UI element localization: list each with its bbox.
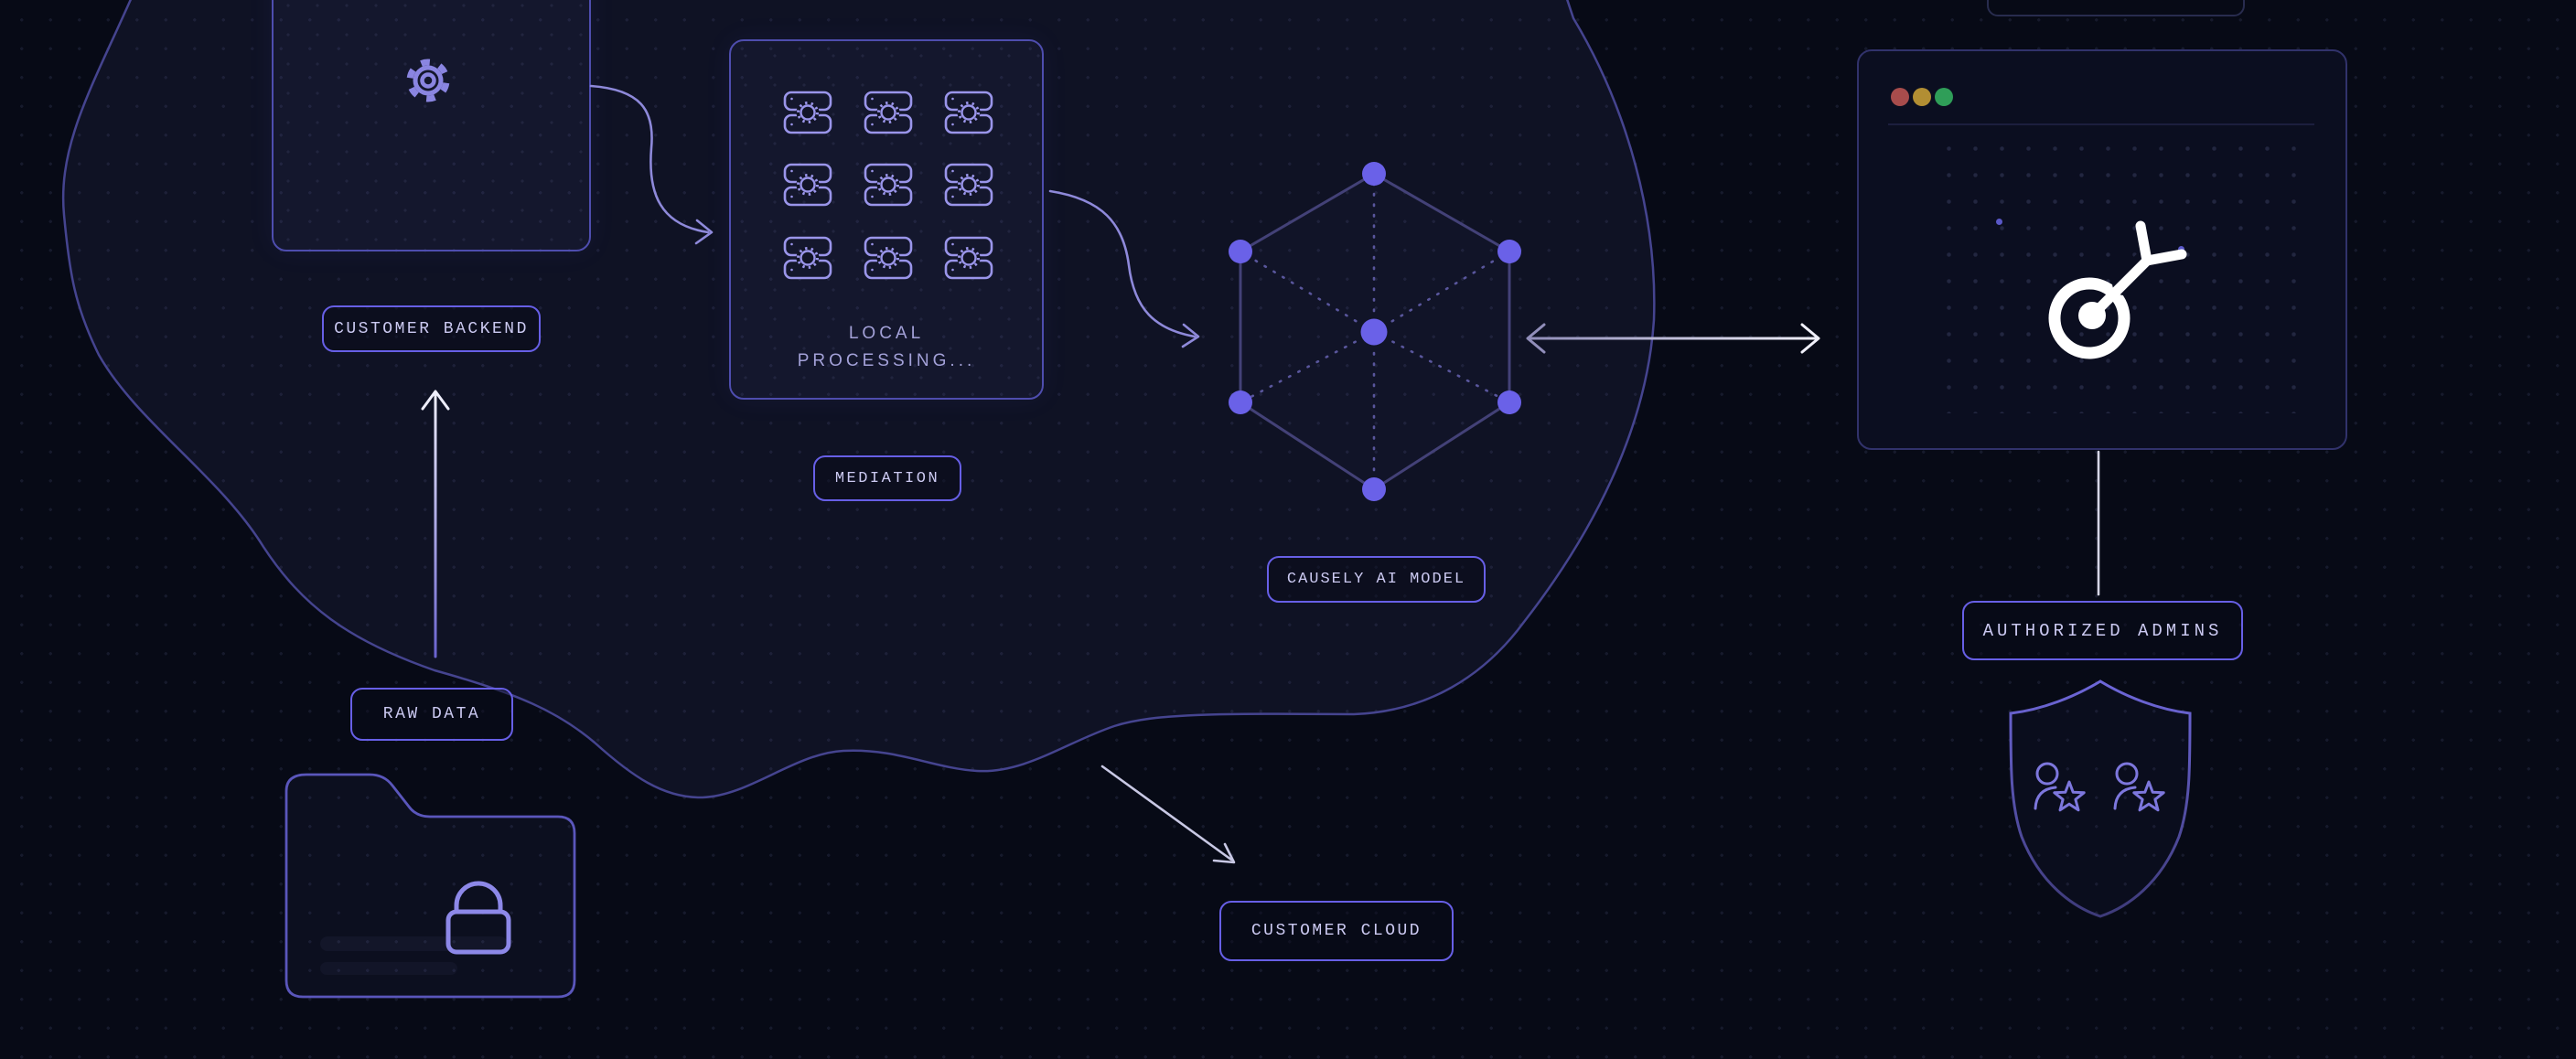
chip-icon	[864, 91, 913, 134]
chip-icon	[944, 91, 993, 134]
traffic-light-green-icon	[1935, 88, 1953, 106]
customer-backend-label: CUSTOMER BACKEND	[322, 305, 541, 352]
chip-icon	[864, 163, 913, 207]
mediation-label: MEDIATION	[813, 455, 961, 501]
chip-icon	[864, 236, 913, 280]
model-node-dot	[1229, 240, 1252, 263]
accent-dot	[2178, 246, 2184, 252]
folder-icon	[284, 773, 576, 999]
model-node-dot	[1497, 390, 1521, 414]
raw-data-label: RAW DATA	[350, 688, 513, 741]
traffic-light-red-icon	[1891, 88, 1909, 106]
lock-icon	[445, 881, 511, 955]
model-node-dot	[1362, 162, 1386, 186]
gear-icon	[406, 59, 450, 102]
arrow-processing-to-model	[1048, 189, 1200, 348]
customer-cloud-label: CUSTOMER CLOUD	[1219, 901, 1454, 961]
shield-icon	[2009, 679, 2192, 918]
chip-grid-icon	[783, 91, 993, 280]
hexagon-model-icon	[1229, 162, 1521, 501]
arrow-backend-to-processing	[589, 84, 714, 245]
accent-dot	[1996, 219, 2002, 225]
target-dart-icon	[2048, 220, 2187, 359]
cutoff-frame	[1987, 0, 2245, 16]
authorized-admins-label: AUTHORIZED ADMINS	[1962, 601, 2243, 660]
arrow-rawdata-to-backend	[421, 390, 450, 658]
model-node-dot	[1362, 477, 1386, 501]
window-divider	[1888, 123, 2314, 125]
customer-backend-card	[272, 0, 591, 251]
chip-icon	[944, 163, 993, 207]
chip-icon	[783, 236, 832, 280]
arrow-cloud-to-customer-cloud	[1100, 765, 1236, 864]
model-center-dot	[1360, 318, 1388, 346]
model-node-dot	[1229, 390, 1252, 414]
chip-icon	[783, 91, 832, 134]
local-processing-label: LOCAL PROCESSING...	[797, 324, 976, 371]
model-node-dot	[1497, 240, 1521, 263]
chip-icon	[783, 163, 832, 207]
causely-ai-model-label: CAUSELY AI MODEL	[1267, 556, 1486, 603]
traffic-light-amber-icon	[1913, 88, 1931, 106]
double-arrow-model-window	[1526, 323, 1820, 354]
browser-window	[1857, 49, 2347, 450]
chip-icon	[944, 236, 993, 280]
